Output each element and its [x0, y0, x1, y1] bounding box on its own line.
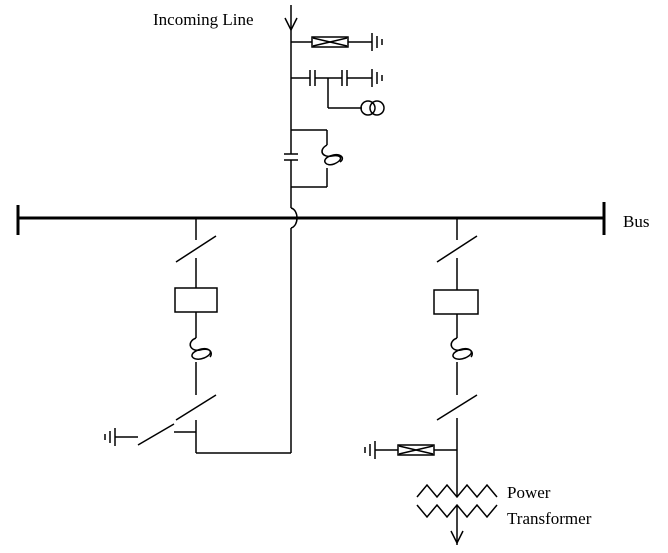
line-trap-icon [284, 129, 344, 188]
ground-icon [371, 33, 383, 51]
ground-icon [104, 428, 116, 446]
circuit-breaker-icon [174, 287, 218, 313]
disconnect-switch-icon [436, 235, 478, 263]
current-transformer-icon [189, 337, 212, 360]
current-transformer-icon [450, 337, 473, 360]
incoming-arrow-icon [284, 5, 298, 32]
ground-icon [364, 441, 376, 459]
bus-bar [16, 202, 606, 235]
surge-arrester-icon [291, 36, 372, 48]
bus-label: Bus [623, 212, 650, 231]
power-transformer-label-line1: Power [507, 483, 551, 502]
disconnect-switch-icon [436, 394, 478, 421]
ground-icon [371, 69, 383, 87]
power-transformer-icon [416, 478, 498, 545]
power-transformer-label-line2: Transformer [507, 509, 592, 528]
potential-transformer-icon [327, 78, 385, 116]
disconnect-switch-icon [175, 394, 217, 421]
disconnect-switch-icon [175, 235, 217, 263]
circuit-breaker-icon [433, 289, 479, 315]
incoming-line-label: Incoming Line [153, 10, 254, 29]
ground-switch-icon [115, 423, 196, 446]
coupling-capacitor-icon [291, 70, 372, 86]
surge-arrester-icon [375, 444, 457, 456]
